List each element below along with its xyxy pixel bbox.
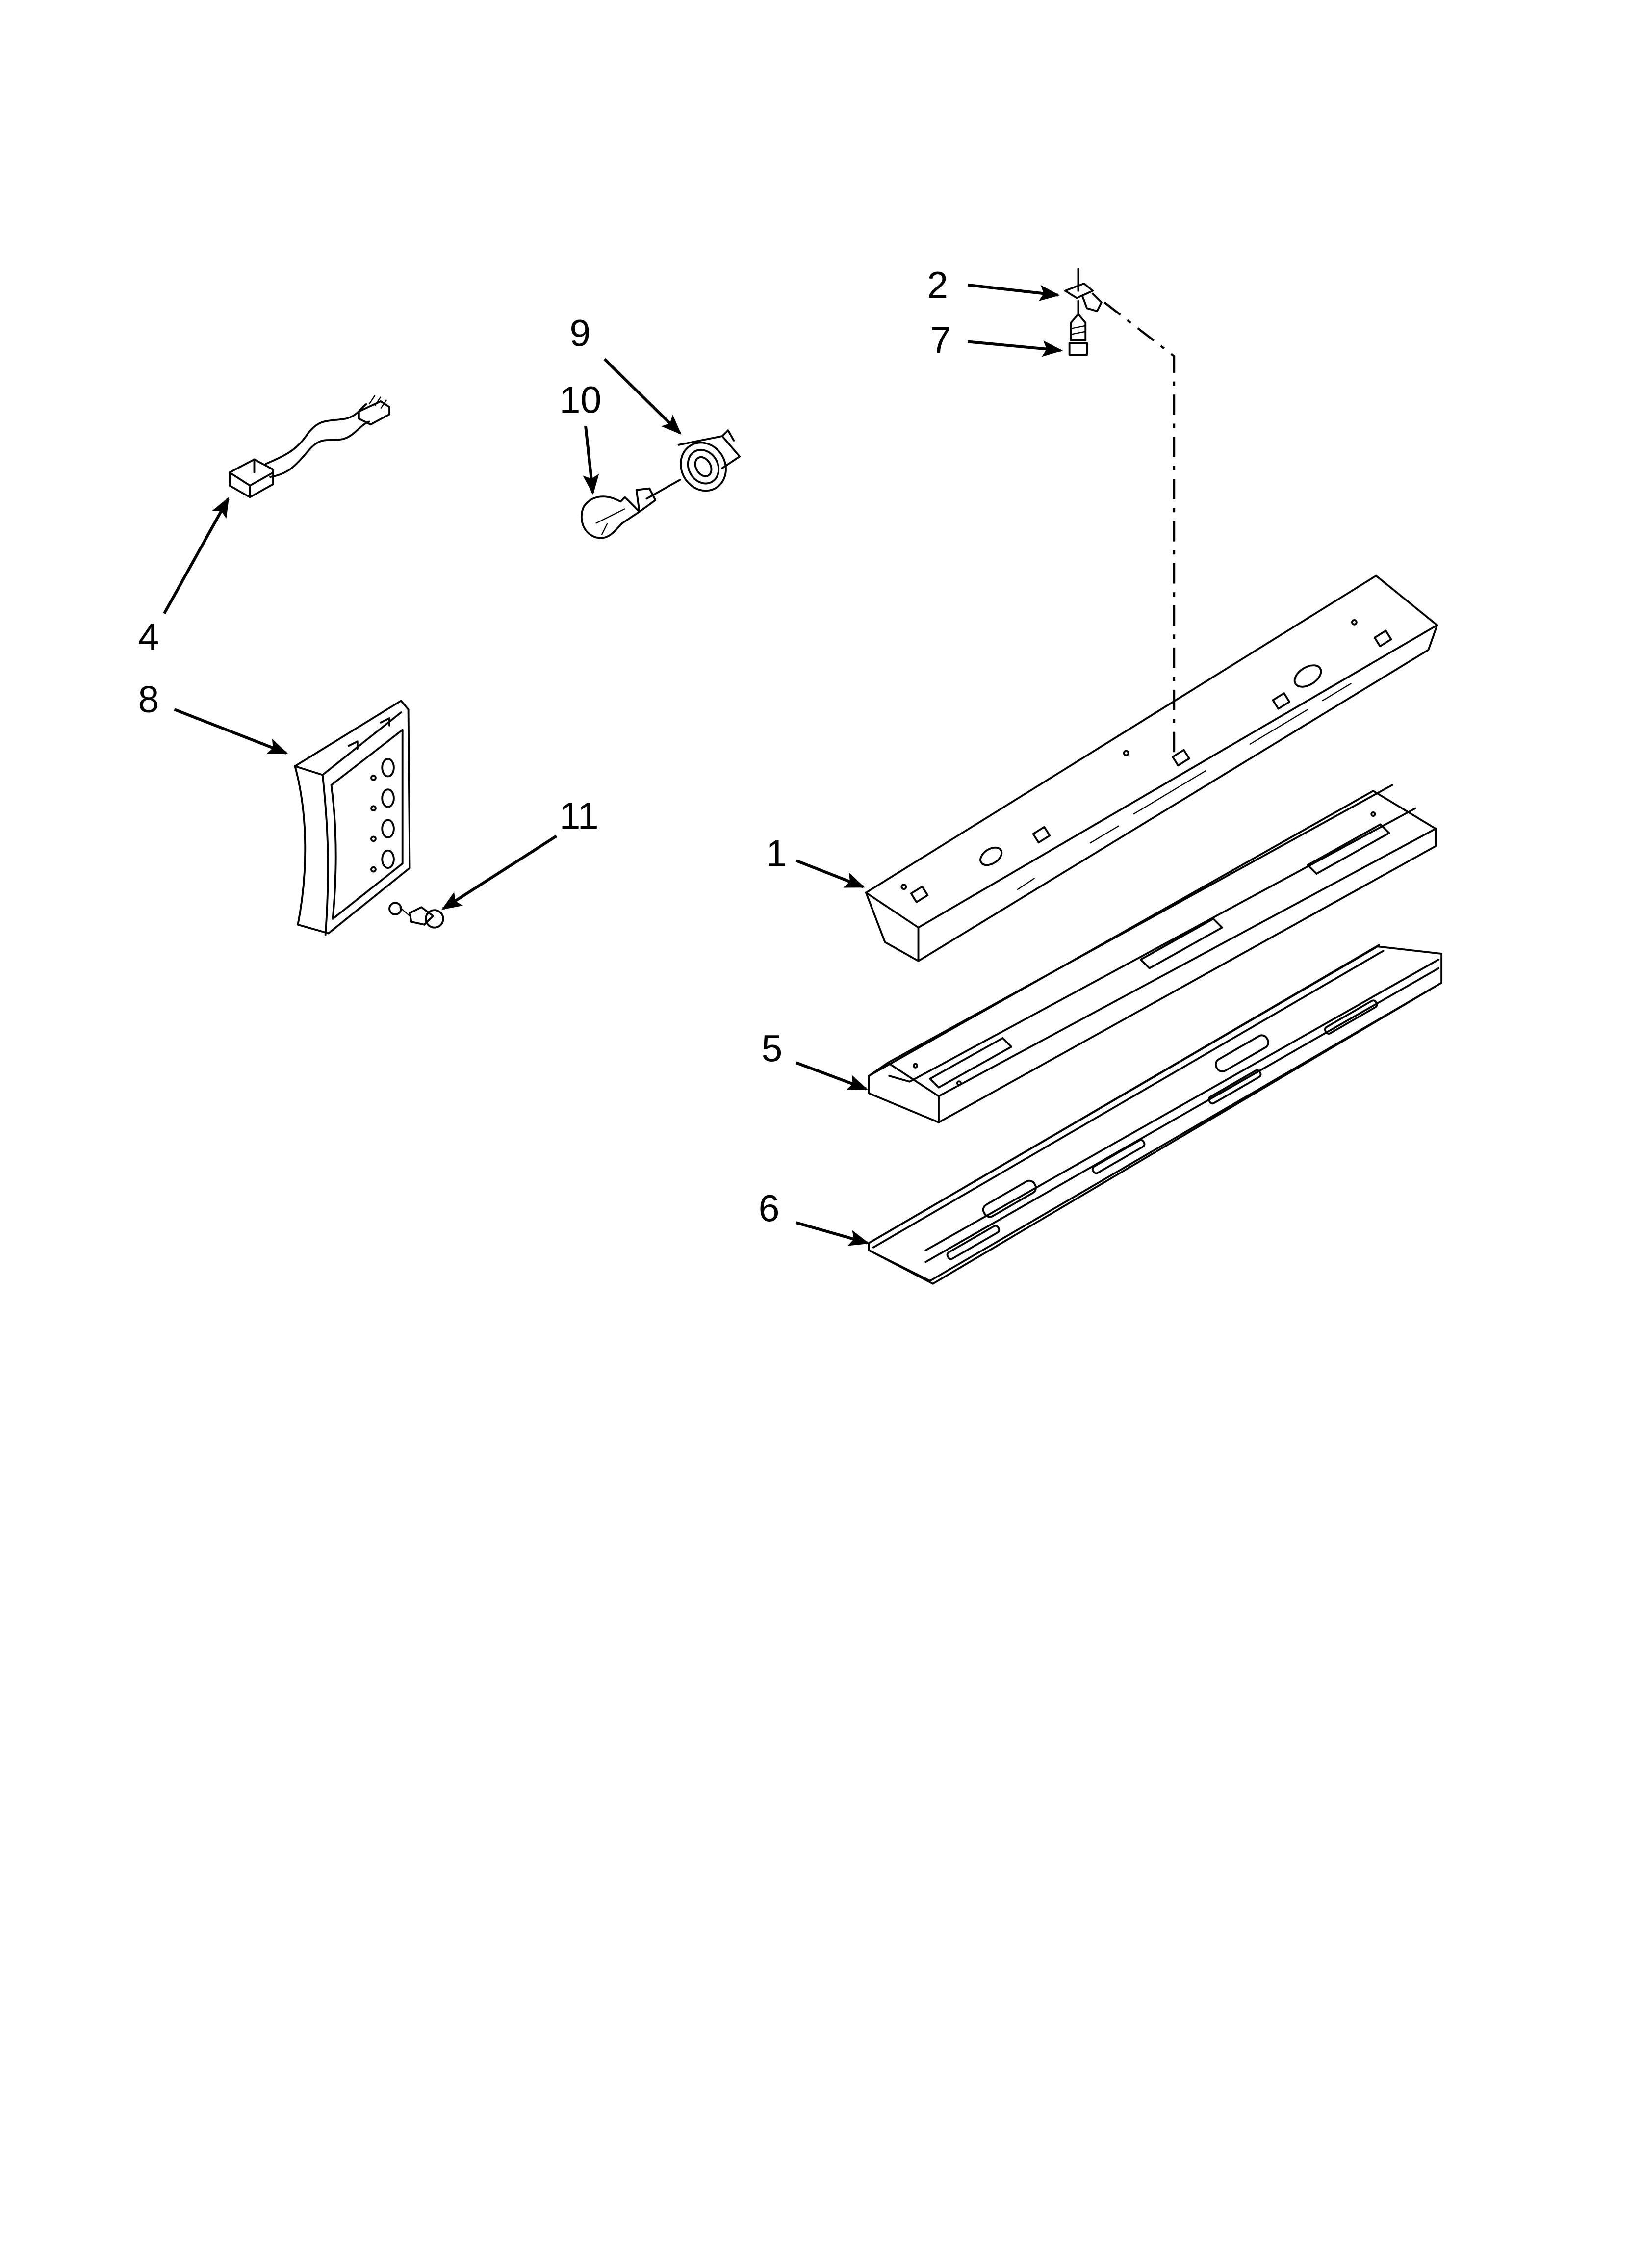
- arrow-6: [795, 1221, 870, 1246]
- callout-4[interactable]: 4: [138, 496, 230, 658]
- arrow-5: [795, 1061, 868, 1091]
- callout-label-11: 11: [560, 795, 599, 837]
- arrow-7: [967, 340, 1063, 357]
- callout-7[interactable]: 7: [930, 319, 1063, 362]
- callout-8[interactable]: 8: [138, 678, 288, 755]
- control-housing-part: [294, 700, 411, 936]
- callout-11[interactable]: 11: [441, 795, 599, 910]
- arrow-8: [174, 708, 288, 755]
- callout-label-7: 7: [930, 319, 951, 362]
- callout-10[interactable]: 10: [560, 379, 602, 495]
- channel-bottom-part: [868, 944, 1443, 1285]
- callout-label-5: 5: [762, 1027, 783, 1069]
- callout-label-9: 9: [569, 312, 590, 354]
- arrow-11: [441, 834, 558, 910]
- screw-7-part: [1068, 313, 1088, 356]
- callout-1[interactable]: 1: [766, 833, 865, 888]
- channel-top-part: [865, 574, 1438, 962]
- callout-label-1: 1: [766, 833, 787, 875]
- callout-2[interactable]: 2: [927, 264, 1060, 307]
- callout-label-2: 2: [927, 264, 948, 307]
- callout-9[interactable]: 9: [569, 312, 682, 435]
- channel-middle-part: [868, 784, 1437, 1123]
- light-bulb-part: [580, 479, 681, 539]
- callout-label-10: 10: [560, 379, 602, 421]
- assembly-dashline: [1103, 301, 1176, 756]
- arrow-4: [163, 496, 230, 615]
- callout-6[interactable]: 6: [759, 1187, 870, 1246]
- arrow-2: [967, 283, 1060, 301]
- arrow-9: [603, 358, 682, 435]
- wire-harness-part: [229, 395, 390, 498]
- screw-11-part: [399, 906, 444, 929]
- clip-part: [1064, 268, 1103, 315]
- callout-label-6: 6: [759, 1187, 780, 1229]
- callout-5[interactable]: 5: [762, 1027, 868, 1091]
- lamp-socket-part: [677, 429, 741, 492]
- callout-label-8: 8: [138, 678, 159, 721]
- callout-label-4: 4: [138, 616, 159, 658]
- arrow-10: [583, 425, 599, 495]
- arrow-1: [795, 859, 865, 888]
